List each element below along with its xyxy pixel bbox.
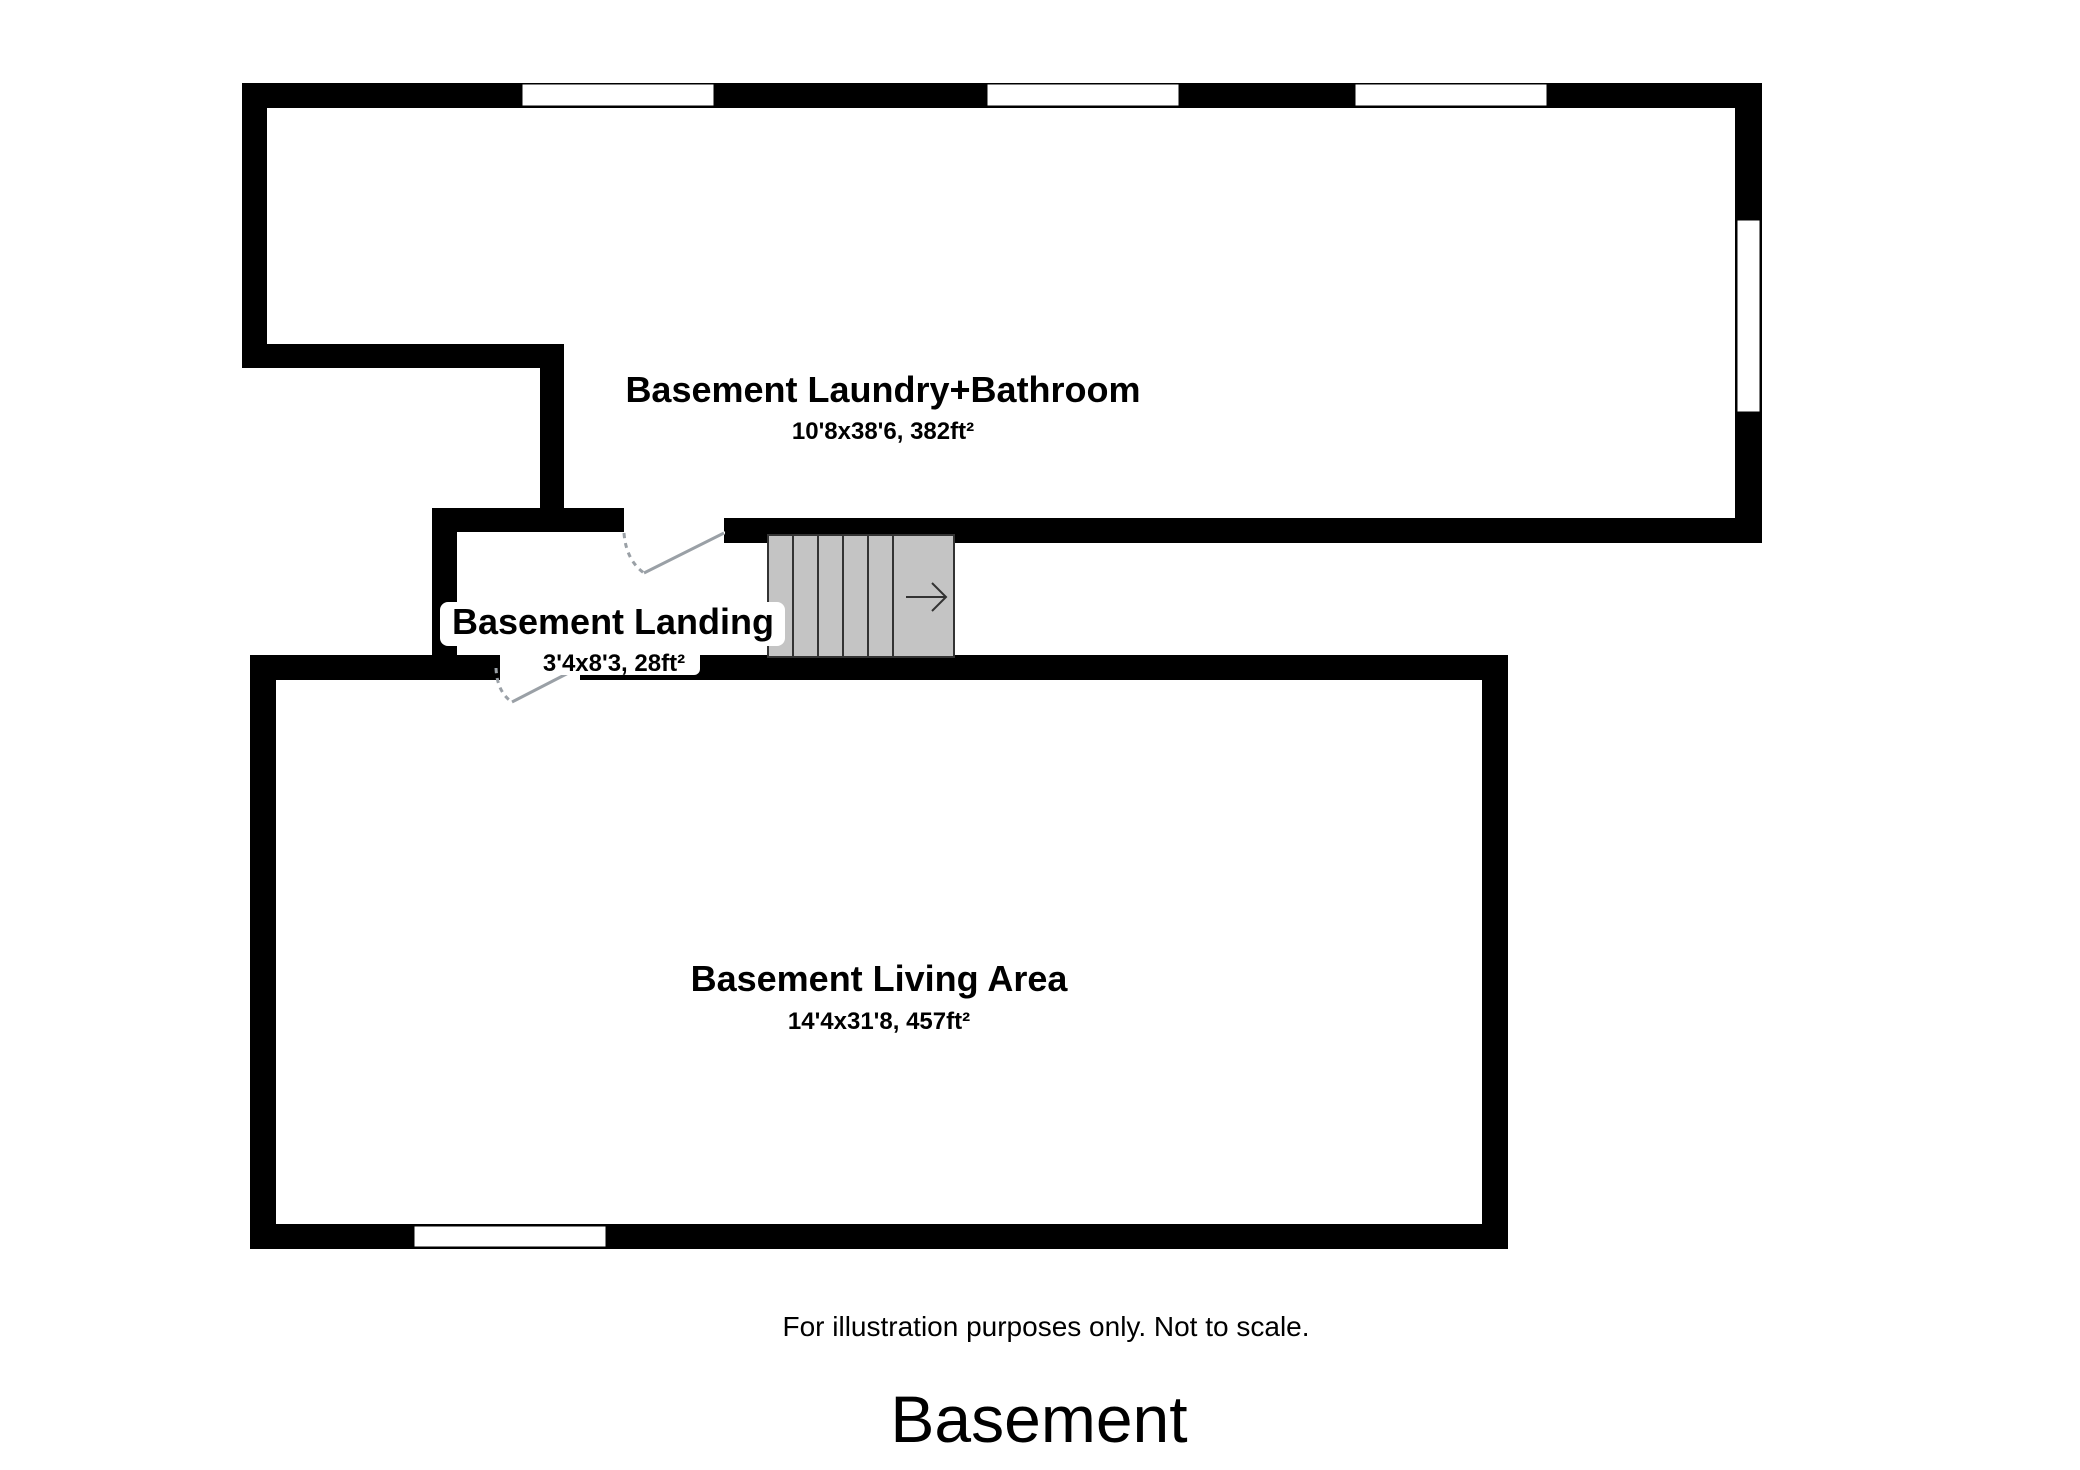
arrow-right-icon — [906, 582, 948, 612]
label-background — [440, 602, 785, 646]
landing-wall-left — [432, 508, 457, 678]
disclaimer-text: For illustration purposes only. Not to s… — [782, 1311, 1309, 1342]
window-right — [1736, 219, 1761, 413]
living-wall-right — [1482, 655, 1508, 1249]
room-dimensions: 14'4x31'8, 457ft² — [788, 1008, 970, 1035]
room-label-laundry-bathroom: Basement Laundry+Bathroom 10'8x38'6, 382… — [625, 369, 1140, 445]
stairs — [767, 534, 955, 658]
room-name: Basement Laundry+Bathroom — [625, 369, 1140, 410]
window-bottom — [413, 1225, 607, 1248]
laundry-wall-notch-top — [242, 344, 564, 368]
door-landing-laundry — [622, 529, 726, 575]
window-top-3 — [1354, 83, 1548, 107]
room-name: Basement Living Area — [691, 958, 1069, 999]
window-top-2 — [986, 83, 1180, 107]
window-top-1 — [521, 83, 715, 107]
living-wall-left — [250, 655, 276, 1249]
walls — [242, 83, 1762, 1249]
living-wall-top-right — [580, 655, 1508, 680]
living-wall-top-left — [250, 655, 500, 680]
laundry-wall-left — [242, 83, 267, 368]
room-label-living-area: Basement Living Area 14'4x31'8, 457ft² — [691, 958, 1069, 1035]
room-dimensions: 10'8x38'6, 382ft² — [792, 418, 974, 445]
room-dimensions: 3'4x8'3, 28ft² — [543, 650, 685, 677]
room-name: Basement Landing — [452, 601, 774, 642]
floor-title: Basement — [890, 1382, 1187, 1456]
label-background — [528, 648, 700, 675]
laundry-wall-notch-side — [540, 344, 564, 528]
landing-wall-top — [432, 508, 564, 532]
room-label-landing: Basement Landing 3'4x8'3, 28ft² — [440, 601, 785, 677]
windows — [413, 83, 1761, 1248]
